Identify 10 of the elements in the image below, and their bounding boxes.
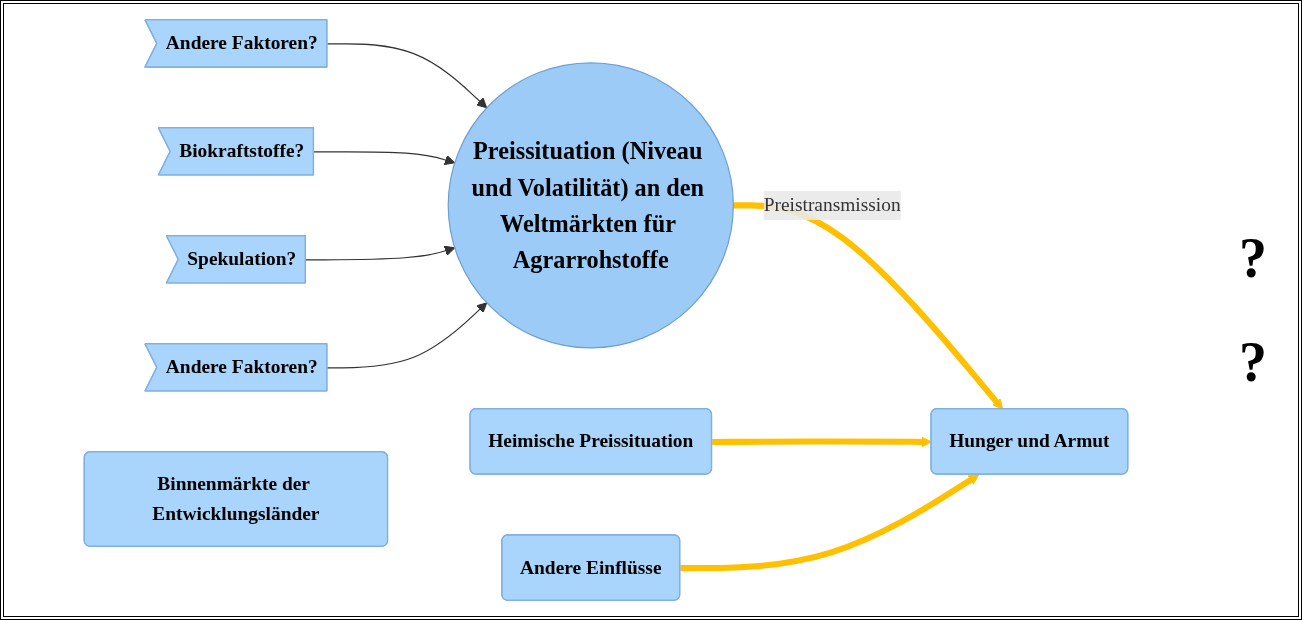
arrow (733, 202, 1004, 410)
question-mark: ? (1239, 226, 1267, 290)
arrow (313, 151, 456, 166)
arrow (326, 43, 488, 109)
arrow (680, 474, 980, 572)
arrow (326, 302, 488, 369)
node-circle: Preissituation (Niveau und Volatilität) an den Weltmärkten für Agrarrohstoffe (447, 62, 734, 349)
edge-label: Preistransmission (763, 194, 901, 216)
question-mark: ? (1239, 330, 1267, 394)
arrow (305, 245, 456, 261)
